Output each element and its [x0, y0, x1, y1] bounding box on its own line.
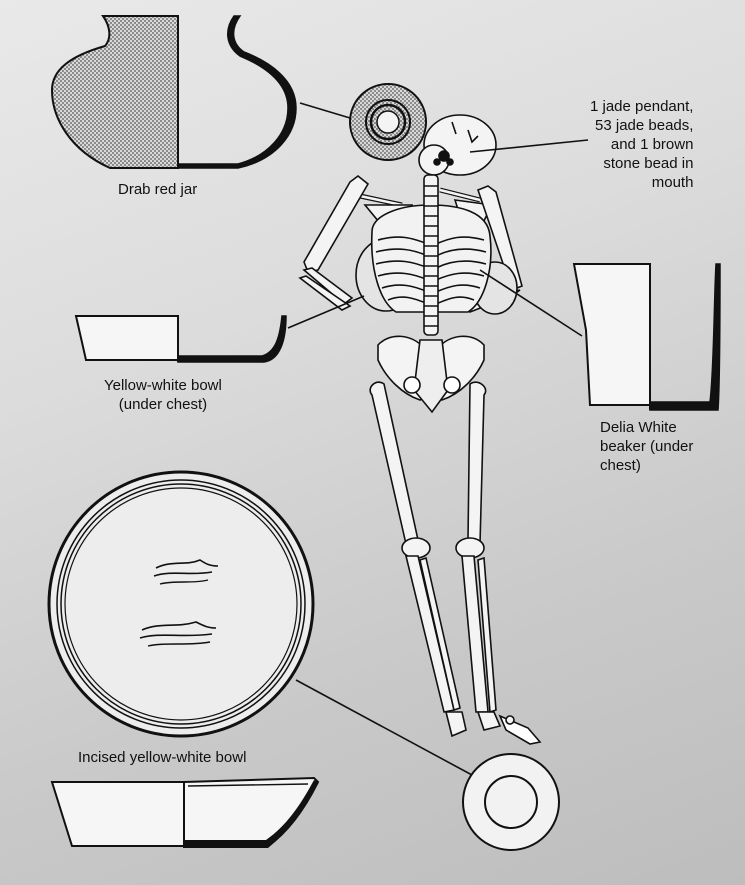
label-drab-red-jar: Drab red jar [118, 181, 198, 198]
small-ring-plan [462, 753, 560, 851]
jar-profile-right [178, 15, 297, 169]
incised-bowl-plan [47, 470, 473, 776]
incised-bowl-profile [50, 776, 320, 848]
delia-white-beaker-drawing [479, 263, 721, 411]
drab-red-jar-drawing [50, 15, 351, 169]
jade-ring-ornament [349, 83, 427, 161]
label-pendant-note: 1 jade pendant, 53 jade beads, and 1 bro… [590, 98, 694, 191]
label-yellow-white-bowl: Yellow-white bowl (under chest) [104, 377, 222, 413]
jar-section-left [50, 15, 179, 169]
label-incised-bowl: Incised yellow-white bowl [78, 749, 247, 766]
skeleton-illustration [298, 114, 542, 745]
label-delia-white-beaker: Delia White beaker (under chest) [600, 419, 694, 474]
jade-beads [438, 150, 450, 162]
yellow-white-bowl-drawing [74, 295, 365, 363]
